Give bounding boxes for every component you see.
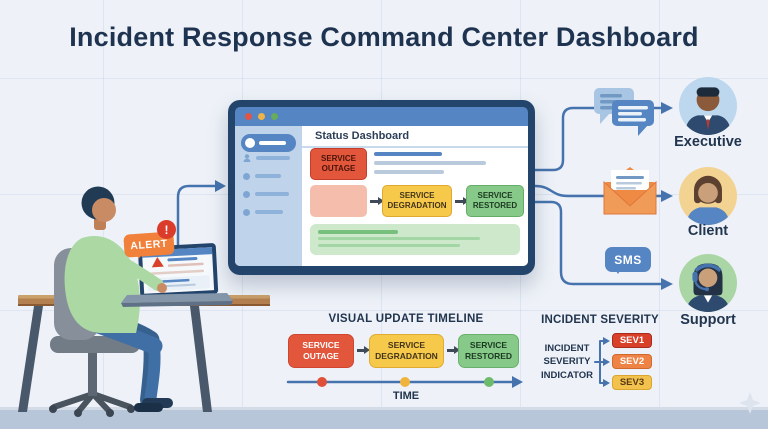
user-icon bbox=[243, 154, 251, 162]
sidebar-item bbox=[243, 208, 283, 216]
dashboard-to-support-arrow bbox=[533, 200, 663, 286]
headset-earcup-icon bbox=[692, 271, 698, 282]
recipient-label-support: Support bbox=[680, 312, 736, 328]
divider bbox=[302, 146, 528, 148]
laptop-to-dashboard-arrow bbox=[176, 184, 217, 252]
flow-arrow-icon bbox=[447, 346, 460, 353]
alert-exclamation-badge: ! bbox=[157, 220, 176, 239]
timeline-stage-outage: SERVICE OUTAGE bbox=[288, 334, 354, 368]
placeholder-line bbox=[255, 210, 283, 214]
sidebar-profile-header bbox=[241, 134, 296, 152]
window-sidebar bbox=[235, 126, 302, 266]
dot-icon bbox=[243, 208, 250, 216]
text-placeholder-line bbox=[374, 161, 486, 165]
dashboard-page-title: Status Dashboard bbox=[315, 130, 410, 142]
sidebar-item bbox=[243, 190, 289, 198]
dashboard-to-client-arrow bbox=[533, 184, 663, 198]
email-envelope-icon bbox=[603, 167, 657, 215]
connector-arrowheads bbox=[215, 102, 673, 290]
recipient-label-executive: Executive bbox=[674, 134, 742, 150]
degradation-dot bbox=[400, 377, 410, 387]
placeholder-line bbox=[318, 230, 398, 234]
timeline-stage-degradation: SERVICE DEGRADATION bbox=[369, 334, 444, 368]
floor bbox=[0, 407, 768, 429]
headset-band-icon bbox=[694, 263, 722, 273]
avatar-support bbox=[679, 254, 737, 312]
flow-arrow-icon bbox=[357, 346, 370, 353]
timeline-heading: VISUAL UPDATE TIMELINE bbox=[328, 313, 484, 325]
restored-dot bbox=[484, 377, 494, 387]
window-titlebar bbox=[235, 107, 528, 126]
traffic-light-yellow-icon bbox=[258, 113, 265, 120]
text-placeholder-line bbox=[374, 152, 442, 156]
service-restored-box: SERVICE RESTORED bbox=[466, 185, 524, 217]
page-title: Incident Response Command Center Dashboa… bbox=[69, 22, 699, 52]
sev1-badge: SEV1 bbox=[612, 333, 652, 348]
support-agent-portrait-icon bbox=[686, 263, 730, 312]
placeholder-line bbox=[256, 156, 290, 160]
sidebar-item bbox=[243, 154, 290, 162]
window-main: Status Dashboard SERVICE OUTAGE SERVICE … bbox=[302, 126, 528, 266]
chat-bubbles-icon bbox=[594, 88, 654, 136]
severity-heading: INCIDENT SEVERITY bbox=[541, 314, 659, 326]
avatar-executive bbox=[679, 77, 737, 135]
face bbox=[92, 198, 116, 222]
recipient-label-client: Client bbox=[687, 223, 729, 239]
text-placeholder-line bbox=[374, 170, 444, 174]
connector-arrows bbox=[176, 106, 663, 286]
window-body: Status Dashboard SERVICE OUTAGE SERVICE … bbox=[235, 126, 528, 266]
shoe bbox=[134, 403, 163, 412]
flow-arrow-icon bbox=[370, 197, 384, 204]
headset-mic-icon bbox=[694, 281, 707, 291]
sms-bubble: SMS bbox=[605, 247, 651, 274]
status-dashboard-window: Status Dashboard SERVICE OUTAGE SERVICE … bbox=[228, 100, 535, 275]
timeline-stage-restored: SERVICE RESTORED bbox=[458, 334, 519, 368]
severity-bracket-arrowheads bbox=[603, 337, 610, 387]
dot-icon bbox=[243, 190, 250, 198]
service-degradation-box: SERVICE DEGRADATION bbox=[382, 185, 452, 217]
hand bbox=[157, 283, 167, 293]
avatar-placeholder-icon bbox=[245, 138, 255, 148]
avatar-client bbox=[679, 167, 737, 225]
placeholder-line bbox=[318, 244, 460, 247]
severity-indicator-label: INCIDENT SEVERITY INDICATOR bbox=[541, 343, 593, 381]
service-outage-box: SERVICE OUTAGE bbox=[310, 148, 367, 180]
flow-arrow-icon bbox=[455, 197, 469, 204]
placeholder-line bbox=[259, 141, 286, 145]
traffic-light-green-icon bbox=[271, 113, 278, 120]
dot-icon bbox=[243, 172, 250, 180]
severity-bracket bbox=[594, 340, 604, 384]
placeholder-line bbox=[255, 192, 289, 196]
time-axis-label: TIME bbox=[392, 390, 420, 402]
traffic-light-red-icon bbox=[245, 113, 252, 120]
placeholder-line bbox=[255, 174, 281, 178]
sev3-badge: SEV3 bbox=[612, 375, 652, 390]
timeline-axis bbox=[286, 376, 523, 388]
incident-placeholder-box bbox=[310, 185, 367, 217]
sidebar-item bbox=[243, 172, 281, 180]
outage-dot bbox=[317, 377, 327, 387]
placeholder-line bbox=[318, 237, 480, 240]
client-portrait-icon bbox=[686, 175, 730, 225]
warning-triangle-icon bbox=[151, 257, 164, 268]
resolution-note-panel bbox=[310, 224, 520, 255]
operator-arm bbox=[98, 246, 167, 293]
sev2-badge: SEV2 bbox=[612, 354, 652, 369]
executive-portrait-icon bbox=[685, 87, 731, 135]
sparkle-icon bbox=[739, 392, 761, 414]
dashboard-to-executive-arrow bbox=[533, 106, 663, 172]
